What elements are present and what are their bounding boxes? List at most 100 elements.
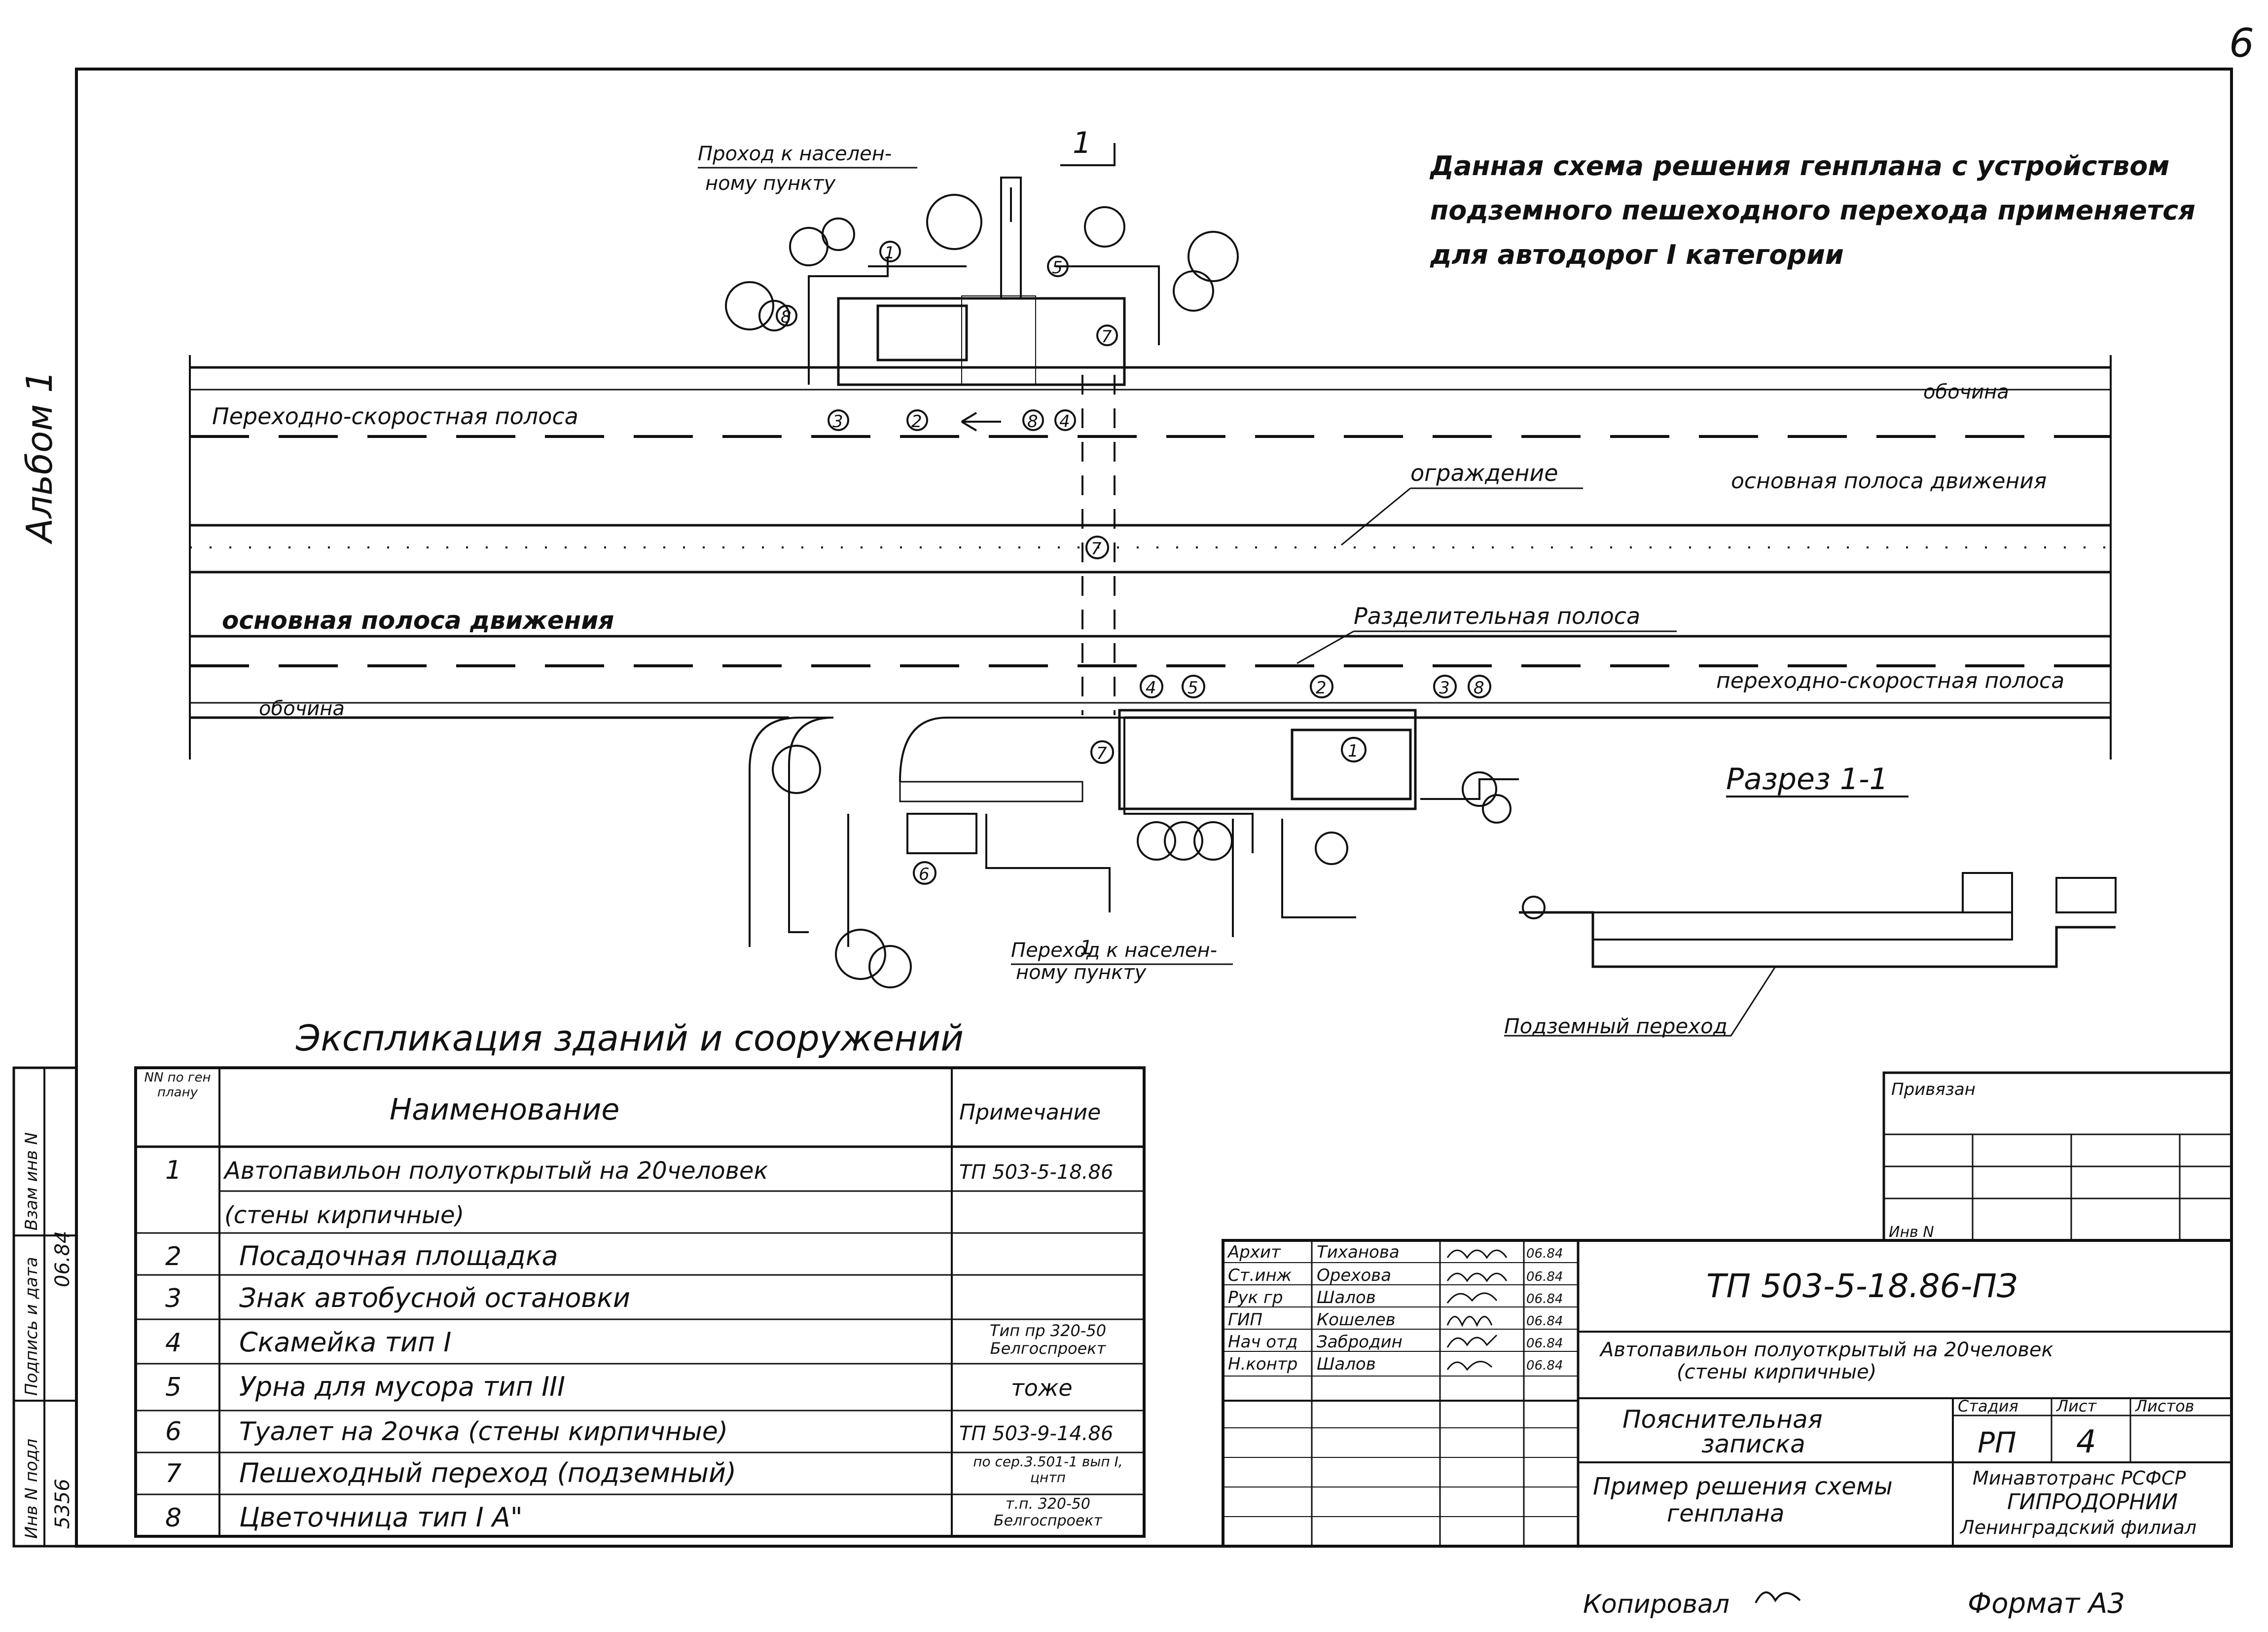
main-lane-right-label: основная полоса движения — [1731, 469, 2047, 494]
row-8-num: 8 — [165, 1503, 181, 1533]
header-num-cell: NN по ген плану — [144, 1070, 211, 1100]
note-line-1: Данная схема решения генплана с устройст… — [1429, 150, 2169, 181]
marker-circle — [1468, 675, 1491, 698]
tree — [725, 281, 774, 330]
marker-circle — [776, 305, 797, 326]
row-6-num: 6 — [165, 1417, 181, 1447]
drawing-title-2: генплана — [1667, 1500, 1784, 1527]
page-number: 6 — [2229, 20, 2254, 66]
tree — [772, 745, 821, 794]
marker-top: 4 — [1059, 412, 1070, 432]
stage-value: РП — [1978, 1426, 2016, 1459]
marker-top-upper: 1 — [884, 243, 895, 263]
row-1b-name: (стены кирпичные) — [224, 1201, 464, 1229]
row-3-name: Знак автобусной остановки — [239, 1282, 630, 1313]
marker-top-upper: 5 — [1052, 258, 1063, 278]
bottom-trees — [772, 745, 1512, 988]
section-structure — [1592, 911, 2013, 941]
binding-inv-label: Инв N — [1889, 1224, 1934, 1241]
tree — [1482, 794, 1512, 824]
shoulder-top-label: обочина — [1923, 381, 2009, 403]
sig-name: Тиханова — [1317, 1242, 1400, 1262]
divider-label: Разделительная полоса — [1354, 603, 1640, 629]
row-1-name: Автопавильон полуоткрытый на 20человек — [223, 1157, 768, 1185]
bottom-path-right — [1420, 778, 1519, 800]
row-2-name: Посадочная площадка — [239, 1240, 558, 1271]
top-passage — [1000, 177, 1022, 299]
fence-label: ограждение — [1410, 460, 1558, 486]
sig-role: Нач отд — [1228, 1332, 1297, 1352]
tree — [1084, 206, 1125, 248]
bottom-platform — [1118, 709, 1417, 810]
accel-lane-top-label: Переходно-скоростная полоса — [212, 403, 578, 430]
marker-circle — [913, 861, 936, 885]
row-4-note-cell: Тип пр 320-50 Белгоспроект — [989, 1322, 1107, 1358]
row-4-note: Тип пр 320-50 Белгоспроект — [989, 1322, 1107, 1358]
row-7-note-cell: по сер.3.501-1 вып I, цнтп — [973, 1454, 1123, 1486]
section-mark-top: 1 — [1073, 126, 1091, 160]
tree — [1462, 771, 1497, 807]
passage-top-label-2: ному пункту — [705, 172, 836, 195]
row-7-note: по сер.3.501-1 вып I, цнтп — [973, 1454, 1123, 1486]
sheet-frame — [75, 68, 2233, 1548]
bottom-paths — [847, 814, 1356, 947]
org-line-1: Минавтотранс РСФСР — [1973, 1467, 2186, 1489]
top-markers: 3 2 8 4 1 5 7 8 — [776, 241, 1118, 432]
sig-role: Архит — [1227, 1242, 1281, 1262]
marker-circle — [1310, 675, 1333, 698]
marker-bottom: 2 — [1316, 678, 1327, 698]
header-name: Наименование — [390, 1092, 619, 1127]
binding-block: Привязан Инв N — [1882, 1071, 2233, 1242]
top-platform — [837, 297, 1126, 386]
bottom-pavilion — [1291, 728, 1412, 800]
signature-mark — [1446, 1249, 1508, 1259]
fence-leader — [1341, 487, 1411, 546]
marker-top: 8 — [1027, 412, 1038, 432]
row-4-num: 4 — [165, 1328, 181, 1358]
bottom-bed — [899, 781, 1083, 802]
row-4-name: Скамейка тип I — [239, 1327, 451, 1358]
doc-title-2: (стены кирпичные) — [1677, 1361, 1876, 1383]
sig-role: ГИП — [1228, 1310, 1262, 1330]
marker-circle — [1341, 737, 1367, 762]
tree — [758, 300, 790, 331]
sig-name: Шалов — [1317, 1288, 1376, 1307]
stamp-label-sign: Подпись и дата — [22, 1257, 41, 1396]
top-paving — [961, 295, 1036, 385]
sig-name: Кошелев — [1317, 1310, 1396, 1330]
drawing-title-1: Пример решения схемы — [1593, 1473, 1893, 1500]
sig-role: Ст.инж — [1228, 1266, 1292, 1285]
row-8-note-cell: т.п. 320-50 Белгоспроект — [994, 1496, 1102, 1529]
marker-top: 2 — [911, 412, 922, 432]
marker-bottom: 5 — [1188, 678, 1198, 698]
section-mark-line — [1060, 143, 1116, 166]
top-stop — [808, 177, 1160, 432]
header-num: NN по ген плану — [144, 1070, 211, 1100]
bottom-curb-left — [749, 717, 834, 947]
row-1-num: 1 — [165, 1156, 181, 1185]
row-6-name: Туалет на 2очка (стены кирпичные) — [239, 1417, 728, 1447]
marker-circle — [828, 409, 849, 431]
top-trees — [725, 194, 1239, 331]
marker-middle: 7 — [1091, 539, 1102, 559]
sheet-value: 4 — [2076, 1424, 2096, 1460]
marker-circle — [1047, 255, 1069, 277]
binding-label: Привязан — [1891, 1080, 1976, 1099]
marker-circle — [1140, 675, 1163, 698]
marker-bottom: 3 — [1439, 678, 1450, 698]
passage-top-label-1: Проход к населен- — [698, 143, 892, 165]
header-note: Примечание — [959, 1100, 1101, 1125]
explication-title: Экспликация зданий и сооружений — [295, 1017, 964, 1059]
signature-rows: Архит Тиханова 06.84 Ст.инж Орехова 06.8… — [1227, 1242, 1563, 1374]
marker-circle — [906, 409, 928, 431]
section-profile — [1519, 911, 2116, 968]
marker-top: 3 — [832, 412, 843, 432]
marker-bottom: 8 — [1474, 678, 1484, 698]
tree — [1137, 821, 1176, 861]
row-2-num: 2 — [165, 1242, 181, 1271]
marker-circle — [1096, 325, 1118, 346]
marker-bottom: 7 — [1096, 744, 1107, 763]
lane-arrow — [961, 412, 1001, 432]
sig-name: Орехова — [1317, 1266, 1391, 1285]
road-plan: 7 3 2 8 — [189, 126, 2112, 988]
